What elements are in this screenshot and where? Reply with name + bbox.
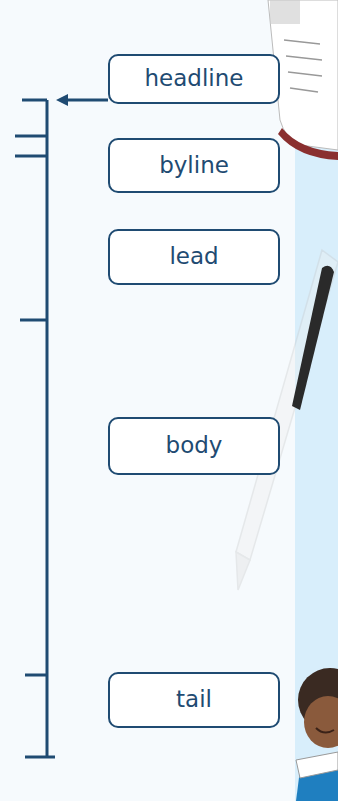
label-box: tail [108, 672, 280, 728]
pen-cap [292, 266, 334, 410]
child-illustration [295, 668, 338, 801]
part-name: lead [169, 244, 218, 269]
label-box: headline [108, 54, 280, 104]
label-box: body [108, 417, 280, 475]
label-box: byline [108, 138, 280, 193]
part-name: byline [159, 153, 229, 178]
leader-arrow [56, 94, 108, 106]
part-name: tail [176, 687, 212, 712]
part-name: body [166, 433, 223, 458]
part-name: headline [145, 66, 244, 91]
bracket [15, 100, 55, 757]
label-box: lead [108, 229, 280, 285]
